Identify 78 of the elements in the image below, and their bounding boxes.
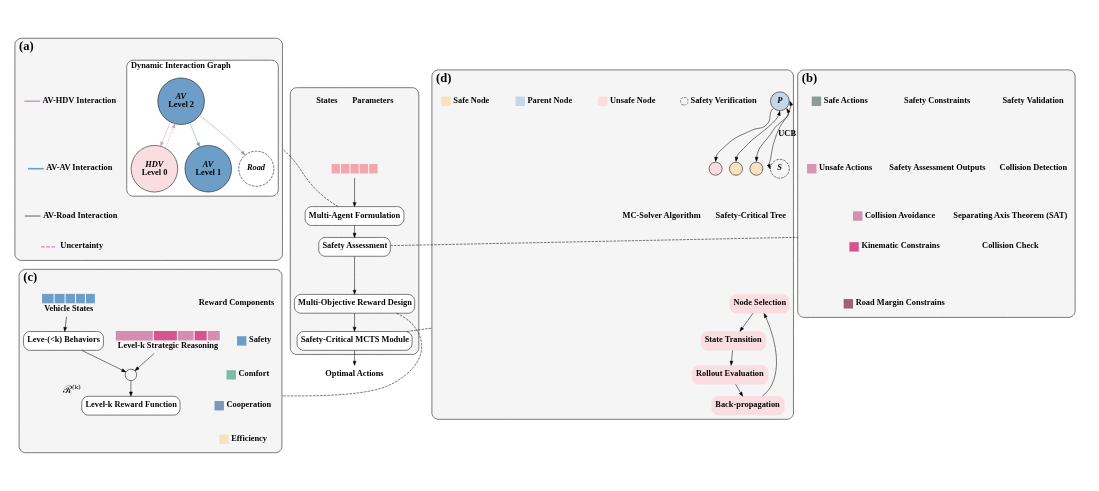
node-label: Level-k Strategic Reasoning [117, 340, 219, 350]
connector [406, 327, 433, 332]
arrow [352, 350, 357, 366]
node-box: Leve-(<k) Behaviors [23, 331, 104, 351]
arrow [767, 101, 793, 169]
node-label: Vehicle States [44, 303, 94, 313]
legend-label: Unsafe Node [610, 95, 656, 105]
node-circle [124, 368, 137, 381]
arrow [164, 123, 176, 149]
legend-label: AV-AV Interaction [46, 163, 113, 173]
arrow [352, 225, 357, 238]
arrow [734, 110, 781, 162]
node-box: Back-propagation [711, 396, 785, 416]
node-circle [729, 161, 743, 176]
arrow [762, 313, 777, 397]
node-circle [749, 161, 764, 176]
node-box: Node Selection [729, 294, 790, 314]
node-circle: AV Level 2 [157, 77, 205, 125]
legend-label: Uncertainty [60, 241, 104, 251]
legend-label: Collision Avoidance [865, 210, 936, 220]
label: Safety Assessment Outputs [889, 163, 986, 173]
label: Separating Axis Theorem (SAT) [953, 210, 1068, 220]
arrow [729, 350, 734, 366]
label: Collision Check [982, 241, 1039, 251]
arrow [754, 108, 791, 162]
legend-label: Kinematic Constrains [861, 241, 940, 251]
legend-label: Efficiency [231, 433, 267, 443]
arrow [189, 122, 200, 148]
node-label: ℛ⁽ᵏ⁾ [62, 383, 81, 396]
node-circle: S [770, 159, 790, 179]
label: States [316, 95, 338, 105]
arrow [739, 313, 754, 332]
connector [390, 237, 798, 246]
arrow [134, 353, 155, 371]
arrow [63, 316, 67, 332]
arrow [352, 177, 357, 207]
node-text: Optimal Actions [325, 369, 384, 379]
node-box: Rollout Evaluation [692, 365, 769, 385]
legend-label: AV-Road Interaction [43, 210, 118, 220]
node-circle: HDV Level 0 [130, 145, 178, 193]
legend-label: Safe Actions [823, 95, 868, 105]
node-box: Level-k Reward Function [81, 396, 181, 416]
label: Collision Detection [999, 163, 1068, 173]
legend-label: Safety Verification [690, 95, 757, 105]
arrow [714, 108, 774, 162]
node-box: State Transition [700, 331, 767, 351]
node-box: Multi-Objective Reward Design [294, 294, 415, 314]
label: Safety Constraints [903, 95, 971, 105]
connector [282, 148, 339, 207]
node-box: Multi-Agent Formulation [304, 206, 405, 226]
arrow [352, 313, 357, 332]
node-circle: AV Level 1 [184, 145, 232, 193]
legend-label: Unsafe Actions [819, 163, 873, 173]
label: Parameters [352, 95, 394, 105]
node-circle [708, 161, 723, 176]
arrow [81, 350, 127, 373]
legend-label: Cooperation [226, 400, 272, 410]
label: Reward Components [198, 298, 275, 308]
arrow [199, 115, 246, 156]
arrow [129, 380, 133, 397]
node-box: Safety Assessment [318, 237, 391, 257]
node-box: Safety-Critical MCTS Module [296, 331, 413, 351]
legend-label: Safety [249, 335, 272, 345]
label: Safety Validation [1002, 95, 1064, 105]
legend-label: Parent Node [527, 95, 573, 105]
legend-label: Comfort [238, 369, 270, 379]
arrow [160, 121, 171, 147]
cluster [290, 87, 420, 355]
edge-label: UCB [778, 129, 796, 139]
label: MC-Solver Algorithm [622, 210, 701, 220]
arrow [735, 384, 743, 397]
legend-label: Safe Node [453, 95, 490, 105]
legend-label: AV-HDV Interaction [42, 95, 117, 105]
legend-label: Road Margin Constrains [855, 298, 945, 308]
connector [281, 312, 422, 397]
arrow [352, 256, 357, 295]
node-circle: P [770, 91, 790, 111]
label: Safety-Critical Tree [715, 210, 786, 220]
